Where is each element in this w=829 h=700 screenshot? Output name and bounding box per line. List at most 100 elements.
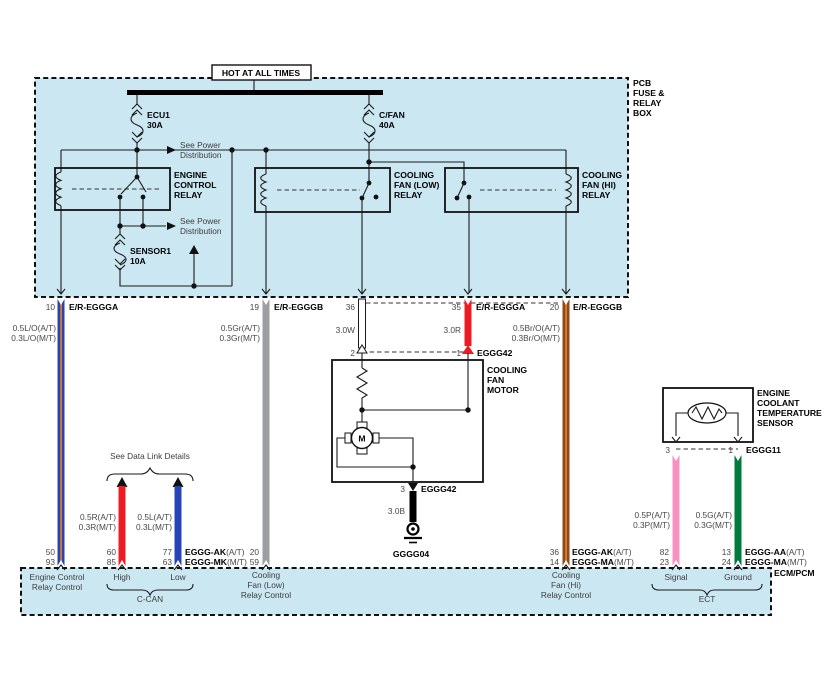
eggg42-connector: 2 1 EGGG42 [350, 348, 512, 358]
svg-text:Distribution: Distribution [180, 150, 222, 160]
svg-text:FAN (LOW): FAN (LOW) [394, 180, 439, 190]
svg-text:82: 82 [660, 547, 670, 557]
motor-icon: M [344, 421, 380, 455]
connector-name: E/R-EGGGA [69, 302, 118, 312]
fuse-sensor1: SENSOR1 10A [113, 233, 171, 271]
svg-text:0.5Br/O(A/T): 0.5Br/O(A/T) [513, 323, 560, 333]
arrow-right-icon [167, 222, 176, 230]
arrow-up-icon [189, 245, 199, 254]
motor-ground-leg: 3 EGGG42 3.0B GGGG04 [388, 483, 457, 559]
connector-name: E/R-EGGGB [274, 302, 323, 312]
ecm-title: ECM/PCM [774, 568, 815, 578]
svg-text:13: 13 [722, 547, 732, 557]
engine-control-relay: ENGINE CONTROL RELAY [54, 167, 217, 211]
wire-fan-low-relay-control [262, 299, 270, 566]
svg-text:ENGINE: ENGINE [174, 170, 207, 180]
svg-text:RELAY: RELAY [633, 98, 662, 108]
wire-ect-ground [734, 455, 742, 566]
svg-text:85: 85 [107, 557, 117, 567]
data-link-note: See Data Link Details [106, 451, 194, 482]
ecm-pcm-box [20, 567, 772, 616]
see-power-distribution-2: See Power Distribution [167, 216, 222, 236]
svg-text:RELAY: RELAY [174, 190, 203, 200]
svg-text:0.3L/O(M/T): 0.3L/O(M/T) [11, 333, 56, 343]
fuse-ecu1-rating: 30A [147, 120, 163, 130]
connector-name: EGGG11 [746, 445, 781, 455]
svg-text:0.5Gr(A/T): 0.5Gr(A/T) [221, 323, 260, 333]
connector-name: EGGG-MK(M/T) [185, 557, 247, 567]
svg-text:FAN: FAN [487, 375, 504, 385]
cooling-fan-motor: COOLING FAN MOTOR M [331, 353, 527, 483]
relay-coil [55, 171, 63, 207]
connector-name: E/R-EGGGA [476, 302, 525, 312]
hot-label-text: HOT AT ALL TIMES [222, 68, 301, 78]
ground-name: GGGG04 [393, 549, 430, 559]
svg-text:60: 60 [107, 547, 117, 557]
svg-text:3.0R: 3.0R [443, 325, 461, 335]
fuse-ecu1-name: ECU1 [147, 110, 170, 120]
fuse-cfan-name: C/FAN [379, 110, 405, 120]
pcb-box-label: PCB FUSE & RELAY BOX [633, 78, 665, 118]
wire-fan-hi-power [462, 299, 474, 354]
fuse-cfan-rating: 40A [379, 120, 395, 130]
brace-down [106, 583, 194, 597]
connector-arrow-icon [408, 483, 418, 491]
svg-text:0.3P(M/T): 0.3P(M/T) [633, 520, 670, 530]
svg-text:COOLING: COOLING [582, 170, 622, 180]
relay-coil [260, 173, 268, 207]
pin-number: 20 [550, 302, 560, 312]
fuse-sensor1-name: SENSOR1 [130, 246, 171, 256]
wire-motor-ground [409, 491, 417, 522]
connector-name: EGGG-AK(A/T) [185, 547, 245, 557]
svg-text:0.3R(M/T): 0.3R(M/T) [79, 522, 117, 532]
svg-text:Distribution: Distribution [180, 226, 222, 236]
arrow-right-icon [167, 146, 176, 154]
svg-text:See Power: See Power [180, 140, 221, 150]
relay-coil [564, 173, 572, 207]
svg-text:FAN (HI): FAN (HI) [582, 180, 616, 190]
cooling-fan-hi-relay: COOLING FAN (HI) RELAY [444, 167, 622, 213]
svg-text:See Data Link Details: See Data Link Details [110, 451, 190, 461]
resistor [355, 367, 369, 410]
svg-text:50: 50 [46, 547, 56, 557]
svg-text:93: 93 [46, 557, 56, 567]
svg-text:RELAY: RELAY [394, 190, 423, 200]
pin-number: 36 [346, 302, 356, 312]
svg-text:Relay Control: Relay Control [541, 590, 591, 600]
pcb-internal-wiring [60, 147, 567, 293]
svg-text:0.5P(A/T): 0.5P(A/T) [634, 510, 670, 520]
svg-text:C-CAN: C-CAN [137, 594, 163, 604]
svg-text:77: 77 [163, 547, 173, 557]
power-bus-bar [127, 90, 383, 95]
svg-text:59: 59 [250, 557, 260, 567]
svg-text:High: High [113, 572, 130, 582]
see-power-distribution-1: See Power Distribution [141, 140, 222, 160]
svg-text:3.0B: 3.0B [388, 506, 406, 516]
svg-text:Relay Control: Relay Control [241, 590, 291, 600]
svg-text:BOX: BOX [633, 108, 652, 118]
svg-text:23: 23 [660, 557, 670, 567]
ect-wire-color-labels: 0.5P(A/T) 0.3P(M/T) 0.5G(A/T) 0.3G(M/T) [633, 510, 732, 530]
svg-text:Ground: Ground [724, 572, 752, 582]
svg-text:0.3Gr(M/T): 0.3Gr(M/T) [219, 333, 260, 343]
pin-number: 3 [400, 484, 405, 494]
connector-name: EGGG42 [421, 484, 457, 494]
svg-text:MOTOR: MOTOR [487, 385, 520, 395]
cooling-fan-low-relay: COOLING FAN (LOW) RELAY [254, 167, 439, 213]
hot-at-all-times-label: HOT AT ALL TIMES [211, 64, 312, 90]
svg-text:0.5R(A/T): 0.5R(A/T) [80, 512, 116, 522]
pin-number: 35 [452, 302, 462, 312]
svg-text:Cooling: Cooling [252, 570, 281, 580]
pin-number: 2 [350, 348, 355, 358]
svg-text:SENSOR: SENSOR [757, 418, 794, 428]
wire-fan-low-power [356, 298, 368, 354]
svg-text:3.0W: 3.0W [336, 325, 356, 335]
ecm-pin-labels: 50 93 60 85 77 63 EGGG-AK(A/T) EGGG-MK(M… [46, 547, 807, 567]
brace-up [106, 466, 194, 482]
engine-coolant-temperature-sensor: ENGINE COOLANT TEMPERATURE SENSOR [662, 387, 822, 443]
ground-icon [404, 522, 422, 544]
connector-name: EGGG-AK(A/T) [572, 547, 632, 557]
brace-down [651, 583, 763, 597]
svg-text:See Power: See Power [180, 216, 221, 226]
svg-text:RELAY: RELAY [582, 190, 611, 200]
